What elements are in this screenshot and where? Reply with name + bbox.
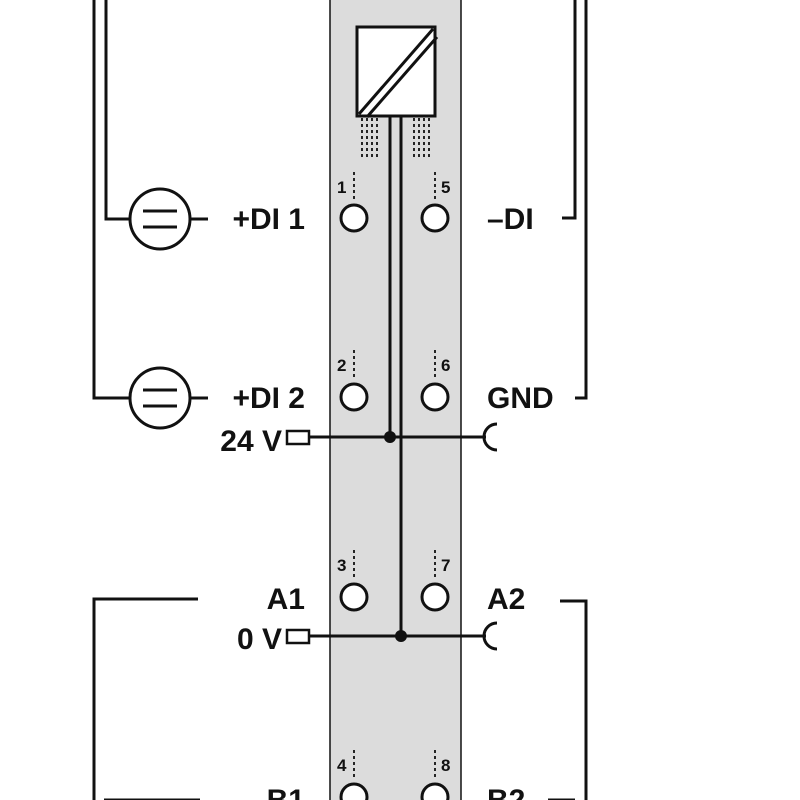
terminal-4 (339, 782, 369, 800)
junction-0v (395, 630, 407, 642)
converter-block (355, 25, 439, 158)
terminal-number-7: 7 (441, 556, 450, 575)
plug-24v (285, 429, 311, 446)
terminal-number-3: 3 (337, 556, 346, 575)
rail-0v (285, 621, 498, 651)
a-b-wiring (92, 597, 588, 800)
terminal-8 (420, 782, 450, 800)
terminal-5 (420, 203, 450, 233)
rail-24v (285, 422, 498, 452)
terminal-stubs (353, 172, 436, 778)
terminal-3 (339, 582, 369, 612)
terminal-6 (420, 382, 450, 412)
terminal-number-1: 1 (337, 178, 346, 197)
terminal-number-8: 8 (441, 756, 450, 775)
terminal-2 (339, 382, 369, 412)
sensor-di1-icon (128, 187, 192, 251)
label-gnd: GND (487, 382, 554, 415)
label-di-minus: –DI (487, 203, 534, 236)
sensor-di2-icon (128, 366, 192, 430)
plug-0v (285, 628, 311, 645)
label-24v: 24 V (220, 425, 282, 458)
label-di2: +DI 2 (232, 382, 305, 415)
left-sensor-wiring (92, 0, 208, 400)
label-a1: A1 (267, 583, 305, 616)
terminal-7 (420, 582, 450, 612)
label-di1: +DI 1 (232, 203, 305, 236)
terminal-number-2: 2 (337, 356, 346, 375)
label-b1: B1 (267, 784, 305, 800)
label-a2: A2 (487, 583, 525, 616)
terminal-number-5: 5 (441, 178, 450, 197)
label-0v: 0 V (237, 623, 282, 656)
label-b2: B2 (487, 784, 525, 800)
terminal-1 (339, 203, 369, 233)
terminal-number-4: 4 (337, 756, 347, 775)
right-wiring (562, 0, 588, 400)
junction-24v (384, 431, 396, 443)
terminal-number-6: 6 (441, 356, 450, 375)
